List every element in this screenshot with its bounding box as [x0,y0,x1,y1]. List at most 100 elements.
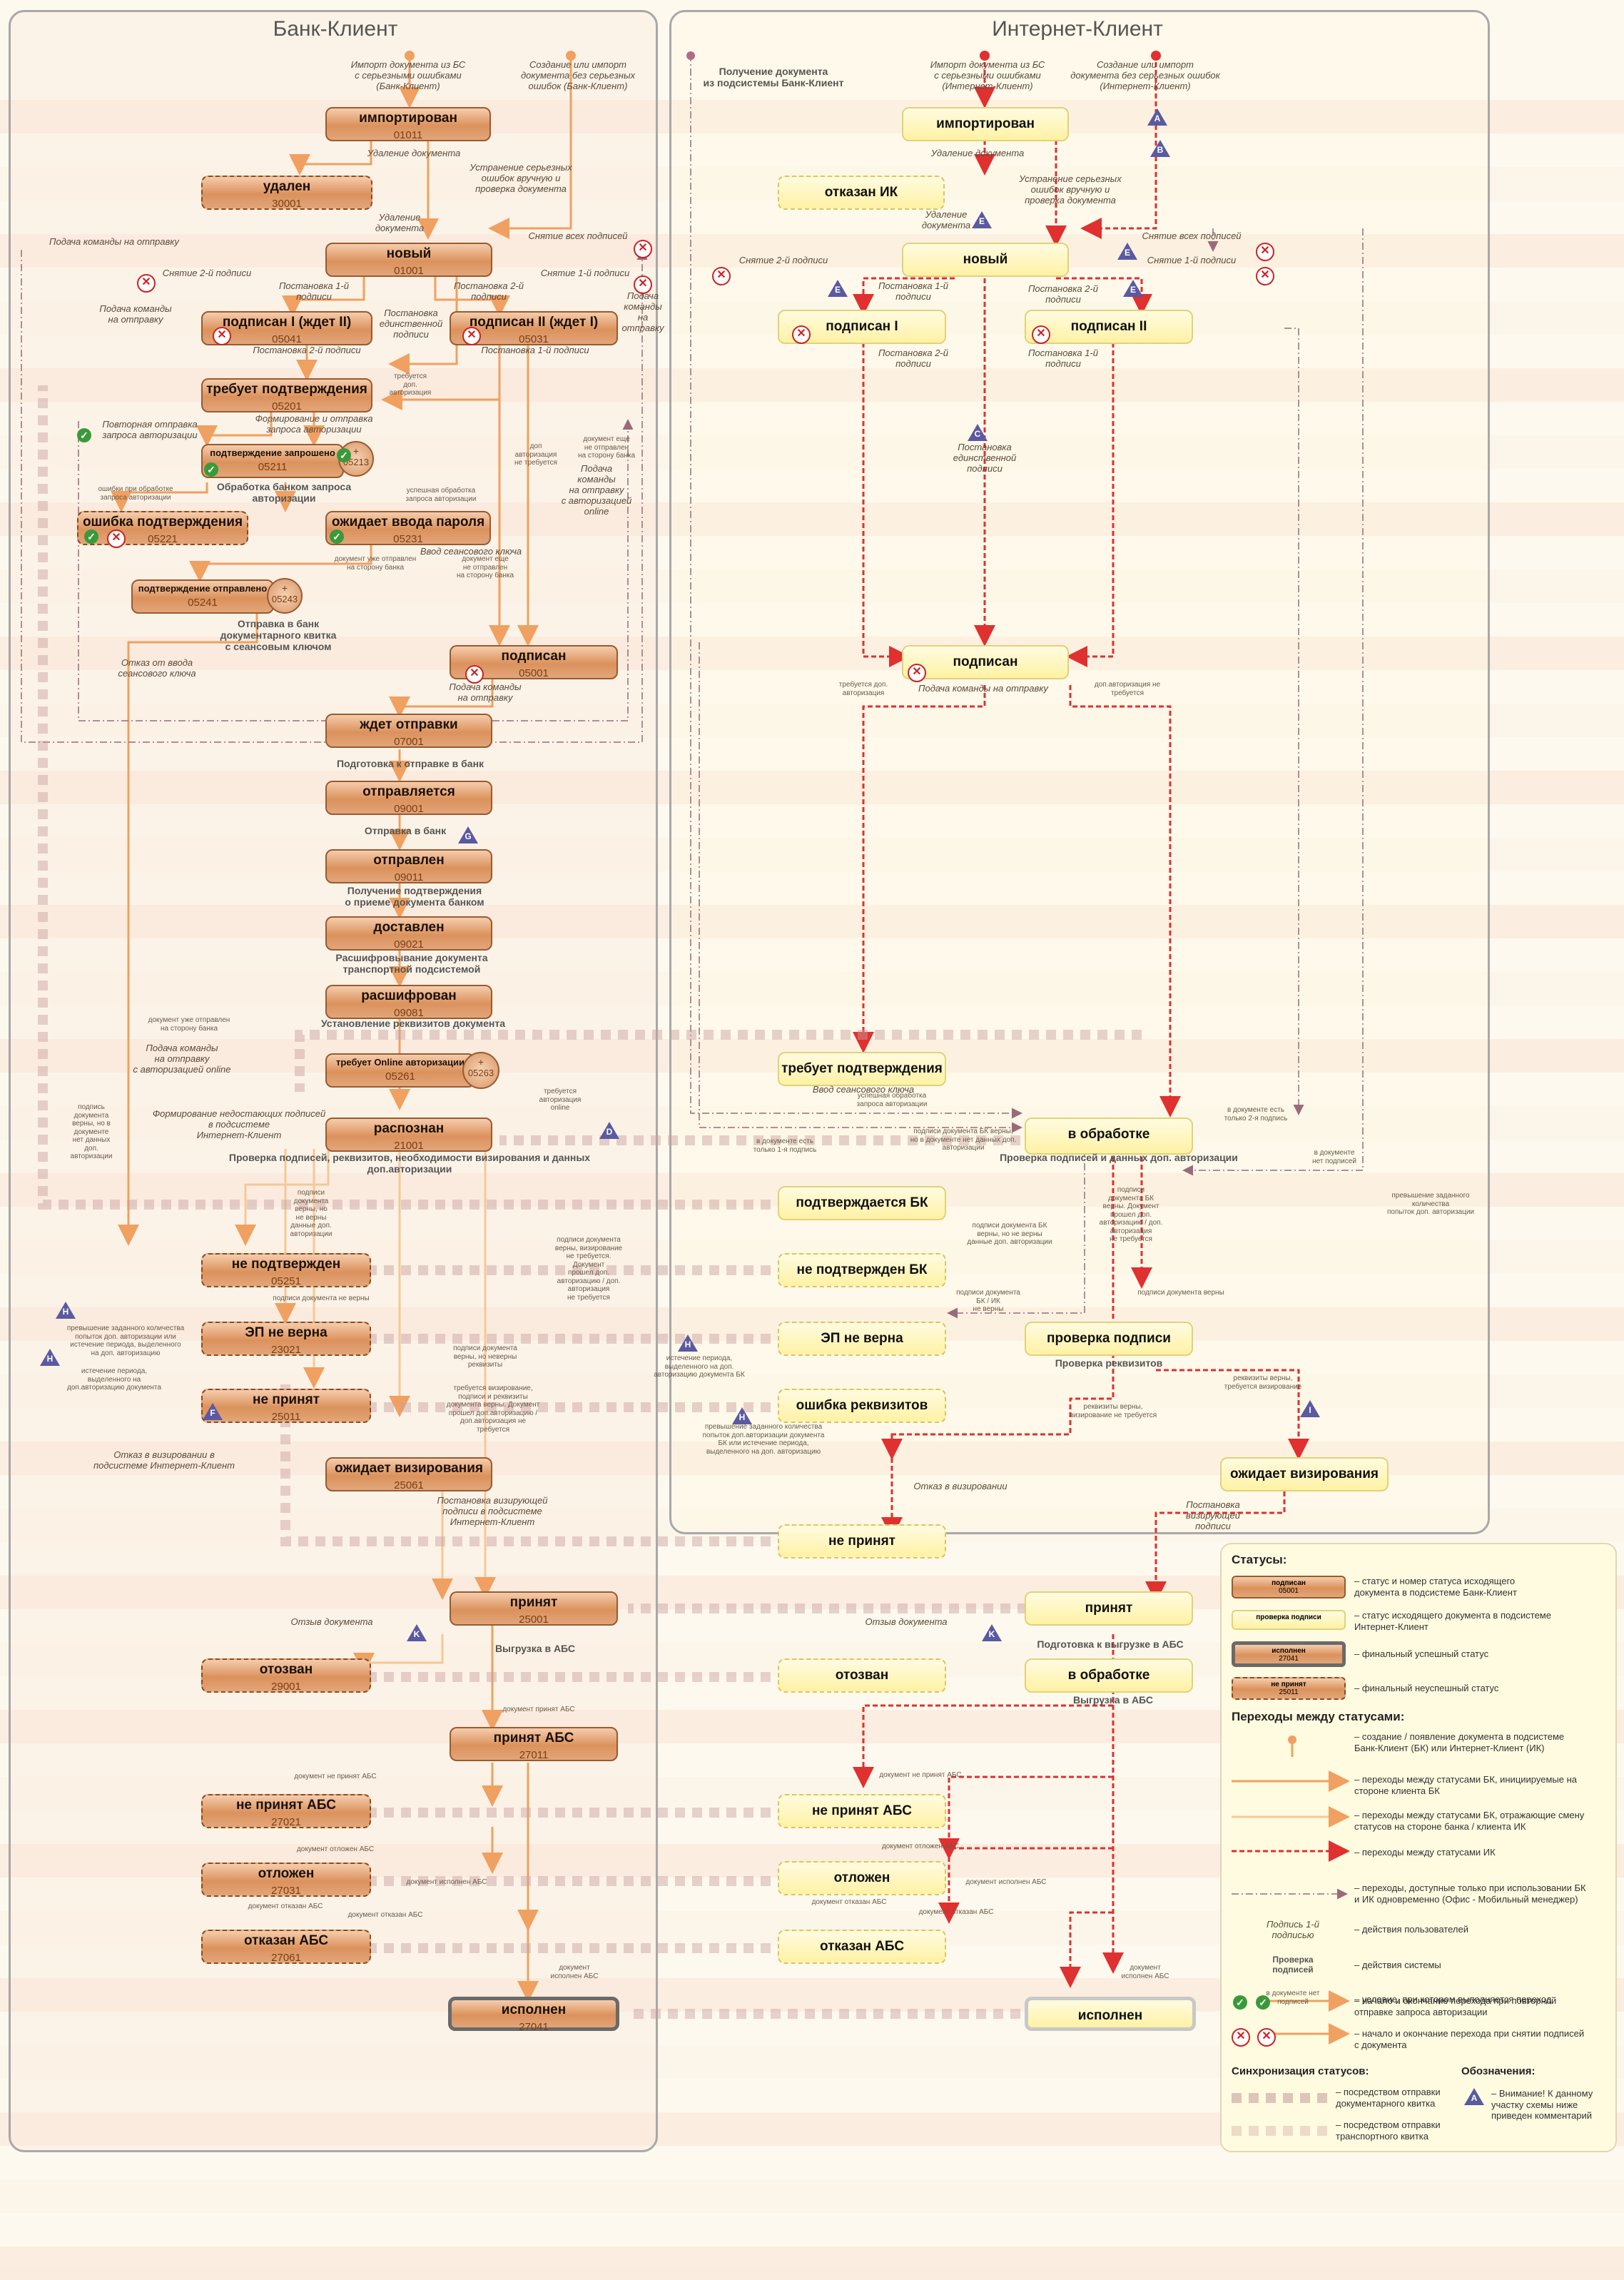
remove-signature-icon: ✕ [1032,325,1050,344]
transition-label-no-sigs: в документе нет подписей [1312,1149,1356,1165]
triangle-letter: B [1157,145,1164,155]
bk-status-code: 21001 [394,1139,424,1152]
transition-label-not-sent: документ еще не отправлен на сторону бан… [577,435,636,460]
transition-label-auth-errors: ошибки при обработке запроса авторизации [98,485,173,502]
ik-status-trebuet: требует подтверждения [778,1052,946,1086]
remove-signature-icon: ✕ [1256,267,1274,285]
bk-status-code: 05261 [385,1070,415,1083]
transition-label-fix-ik: Устранение серьезных ошибок вручную и пр… [1019,173,1122,206]
background-band [0,502,1624,536]
ik-status-name: подписан I [826,319,898,334]
bk-status-name: отозван [259,1662,313,1677]
transition-label-form-missing: Формирование недостающих подписей в подс… [152,1108,326,1140]
transition-label-doc-refused-abs2: документ отказан АБС [347,1911,423,1919]
remove-signature-icon: ✕ [1257,2028,1276,2047]
ik-status-name: принят [1085,1601,1133,1616]
background-band [0,2246,1624,2280]
triangle-letter: E [834,285,841,295]
transition-label-repeat-req: Повторная отправка запроса авторизации [102,419,198,440]
transition-label-sign1b: Постановка 1-й подписи [481,345,589,355]
bk-status-name: ожидает ввода пароля [331,515,485,530]
ik-status-v-obrabotke2: в обработке [1025,1658,1193,1693]
plus-circle-05263: +05263 [462,1052,499,1089]
legend-ik-status: – статус исходящего документа в подсисте… [1354,1610,1551,1632]
transition-label-bank-proc: Обработка банком запроса авторизации [216,481,352,505]
remove-signature-icon: ✕ [137,274,156,293]
warning-triangle-icon: E [1123,280,1143,297]
bk-status-name: не принят АБС [235,1798,337,1813]
creation-dots [405,51,1161,61]
warning-triangle-icon: H [56,1302,76,1319]
bk-status-code: 05221 [148,532,178,545]
transition-label-send-receipt: Отправка в банк документарного квитка с … [220,618,337,653]
ik-status-ep-ne-verna: ЭП не верна [778,1322,946,1356]
ik-status-name: импортирован [936,116,1035,131]
transition-label-sign-single: Постановка единственной подписи [379,308,443,340]
ik-status-name: ЭП не верна [821,1331,903,1346]
internet-client-title: Интернет-Клиент [992,17,1163,41]
bk-status-code: 05211 [258,461,288,474]
ik-status-name: подписан II [1070,319,1147,334]
triangle-letter: A [1154,113,1161,123]
transition-label-doc-refused-ik: документ отказан АБС [811,1898,887,1906]
check-icon: ✓ [1233,1995,1247,2010]
transition-label-doc-executed-ik2: документ исполнен АБС [1121,1964,1169,1980]
bk-status-code: 27061 [271,1951,301,1964]
ik-status-name: не принят [828,1534,895,1549]
triangle-letter: F [210,1408,215,1418]
transition-label-send-cmd3: Подача команды на отправку [621,290,664,333]
warning-triangle-icon: D [599,1122,619,1139]
transition-label-sign2b-ik: Постановка 2-й подписи [878,348,948,369]
remove-signature-icon: ✕ [792,325,811,344]
transition-label-not-sent2: документ еще не отправлен на сторону бан… [456,555,514,579]
triangle-letter: E [1130,285,1136,295]
transition-label-remove2: Снятие 2-й подписи [162,268,252,278]
bk-status-code: 27031 [271,1884,301,1897]
ik-status-name: не принят АБС [811,1803,913,1818]
bk-status-name: новый [386,246,432,261]
bk-status-code: 09021 [394,938,424,951]
transition-label-receive-confirm: Получение подтверждения о приеме докумен… [345,885,484,908]
transition-label-doc-delayed-ik: документ отложен АБС [881,1843,960,1850]
transition-label-sign1: Постановка 1-й подписи [278,280,349,302]
legend-condition-sample: в документе нет подписей [1266,1990,1320,2006]
legend-note1: – Внимание! К данному участку схемы ниже… [1491,2088,1593,2122]
legend-sync1: – посредством отправки документарного кв… [1336,2087,1441,2109]
transition-label-refuse-viz: Отказ в визировании в подсистеме Интерне… [93,1449,235,1471]
legend-system-action-sample: Проверка подписей [1272,1955,1314,1975]
transition-label-send-online: Подача команды на отправку с авторизацие… [561,463,632,517]
legend-transitions-title: Переходы между статусами: [1232,1710,1405,1723]
bk-status-name: отправлен [373,853,445,868]
warning-triangle-icon: F [203,1403,223,1420]
transition-label-exceed-ik: превышение заданного количества попыток … [1386,1192,1474,1216]
triangle-letter: H [62,1307,69,1317]
legend-t1: – создание / появление документа в подси… [1354,1731,1565,1753]
transition-label-import-ik: Импорт документа из БС с серьезными ошиб… [930,59,1045,91]
legend-t10: – начало и окончание перехода при снятии… [1354,2028,1585,2050]
triangle-letter: D [606,1127,613,1137]
bk-status-code: 27021 [271,1815,301,1828]
background-band [0,1106,1624,1140]
transition-label-check-ik: Проверка подписей и данных доп. авториза… [1000,1152,1238,1163]
legend-user-action-sample: Подпись 1-й подписью [1267,1919,1319,1940]
bk-status-name: подтверждение отправлено [138,583,268,594]
bk-status-name: подписан I (ждет II) [222,315,352,330]
bk-status-code: 05041 [272,333,302,345]
ik-status-otozvan: отозван [778,1658,946,1693]
ik-status-podtverzhdaetsya: подтверждается БК [778,1186,946,1220]
warning-triangle-icon: H [678,1334,698,1352]
bk-status-code: 09011 [394,871,424,883]
